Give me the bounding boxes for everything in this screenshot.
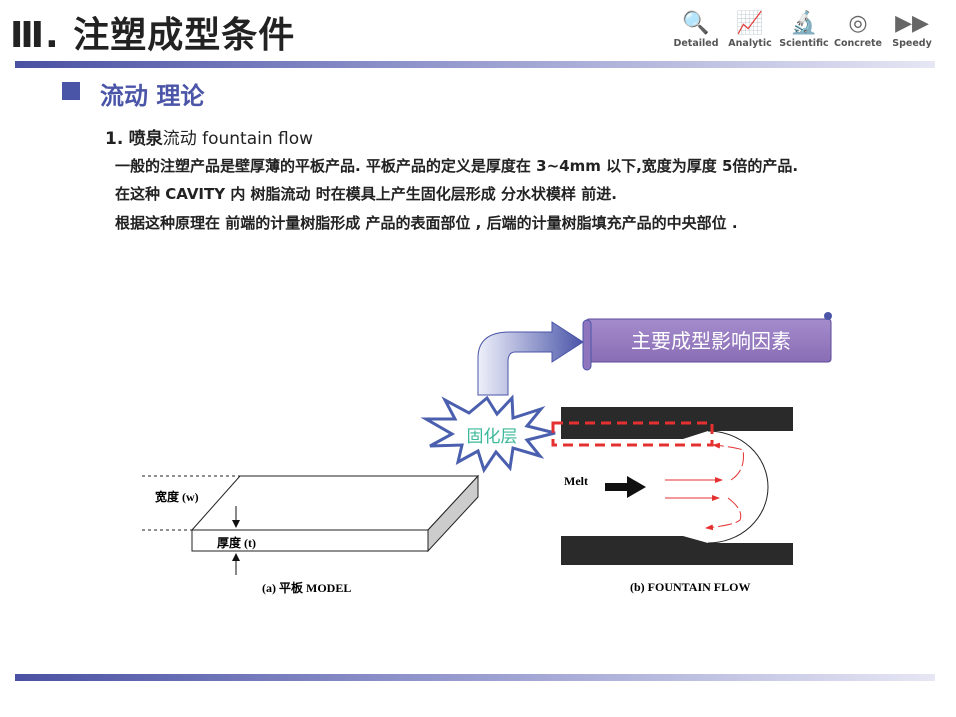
melt-label: Melt xyxy=(564,474,588,488)
section-title: 流动 理论 xyxy=(100,82,205,110)
microscope-badge: 🔬 Scientific xyxy=(776,10,832,49)
plate-model: 宽度 (w) 厚度 (t) (a) 平板 MODEL xyxy=(142,474,480,595)
fountain-flow: Melt (b) FOUNTAIN FLOW xyxy=(551,407,793,594)
body-line: 根据这种原理在 前端的计量树脂形成 产品的表面部位 , 后端的计量树脂填充产品的… xyxy=(115,214,738,232)
icon-label: Detailed xyxy=(673,38,719,49)
body-line: 在这种 CAVITY 内 树脂流动 时在模具上产生固化层形成 分水状模样 前进. xyxy=(115,185,617,203)
caption-b: (b) FOUNTAIN FLOW xyxy=(630,580,750,594)
thickness-label: 厚度 (t) xyxy=(217,535,256,550)
fast-forward-badge: ▶▶ Speedy xyxy=(884,10,940,49)
melt-arrow xyxy=(605,476,646,498)
target-icon: ◎ xyxy=(848,11,868,36)
item-number: 1. xyxy=(105,129,124,149)
item-heading: 1. 喷泉流动 fountain flow xyxy=(105,124,313,149)
burst-text: 固化层 xyxy=(467,427,518,447)
target-badge: ◎ Concrete xyxy=(830,10,886,49)
search-icon: 🔍 xyxy=(682,11,710,36)
page-title: Ⅲ. 注塑成型条件 xyxy=(10,15,296,56)
footer-divider xyxy=(15,674,935,681)
item-bold: 喷泉 xyxy=(128,129,163,149)
width-label: 宽度 (w) xyxy=(154,489,199,504)
starburst xyxy=(420,394,556,474)
banner-text: 主要成型影响因素 xyxy=(631,329,791,353)
icon-label: Speedy xyxy=(892,38,932,49)
icon-label: Concrete xyxy=(833,38,882,49)
chart-badge: 📈 Analytic xyxy=(722,10,778,49)
body-line: 一般的注塑产品是壁厚薄的平板产品. 平板产品的定义是厚度在 3~4mm 以下,宽… xyxy=(115,157,799,175)
section-bullet xyxy=(62,82,80,100)
curved-arrow xyxy=(477,321,584,396)
chart-icon: 📈 xyxy=(736,11,764,36)
caption-a: (a) 平板 MODEL xyxy=(262,580,351,595)
header-divider xyxy=(15,61,935,68)
banner-scroll: 主要成型影响因素 xyxy=(582,312,832,371)
icon-label: Analytic xyxy=(728,38,772,49)
search-badge: 🔍 Detailed xyxy=(668,10,724,49)
item-rest: 流动 fountain flow xyxy=(162,129,314,149)
microscope-icon: 🔬 xyxy=(790,11,818,36)
fast-forward-icon: ▶▶ xyxy=(895,11,929,36)
icon-label: Scientific xyxy=(779,38,829,49)
